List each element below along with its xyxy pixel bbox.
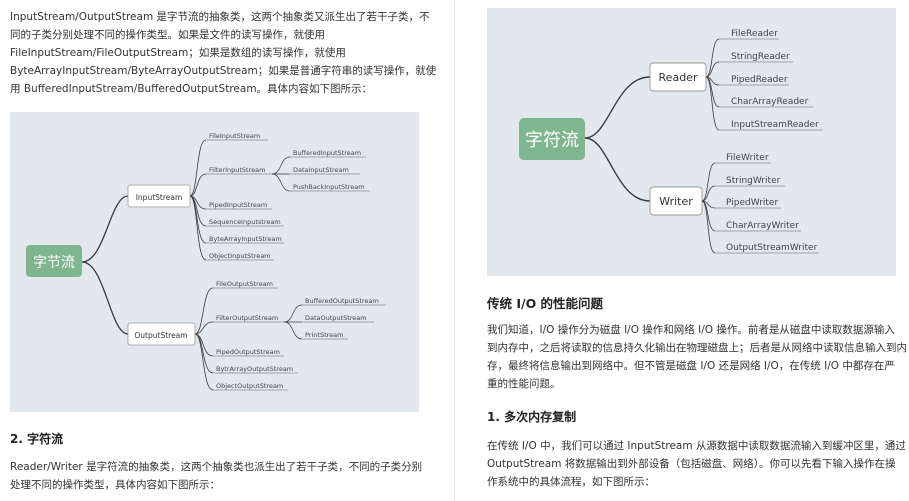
reader-child-label: InputStreamReader [731,120,819,130]
output-child-label: ObjectOutputStream [216,382,283,390]
input-child-label: FilterInputStream [209,166,265,174]
perf-heading: 传统 I/O 的性能问题 [487,296,604,311]
copy-heading: 1. 多次内存复制 [487,410,577,424]
input-child-label: ByteArrayInputStream [209,235,282,243]
intro-line: 同的子类分别处理不同的操作类型。如果是文件的读写操作，就使用 [10,29,325,41]
filter-input-child-label: BufferedInputStream [293,149,361,157]
char-root-label: 字符流 [525,130,579,151]
writer-child-label: StringWriter [726,176,781,186]
char-stream-mindmap-svg: 字符流 Reader FileReader StringReader Piped… [519,29,823,254]
outputstream-label: OutputStream [134,331,187,340]
copy-line: OutputStream 将数据输出到外部设备（包括磁盘、网络）。你可以先看下输… [487,458,896,470]
perf-line: 到内存中，之后将读取的信息持久化输出在物理磁盘上；后者是从网络中读取信息输入到内 [487,342,907,354]
section2-line: Reader/Writer 是字符流的抽象类，这两个抽象类也派生出了若干子类，不… [10,461,423,473]
writer-child-label: FileWriter [726,153,769,163]
filter-output-child-label: DataOutputStream [305,314,367,322]
filter-input-child-label: PushBackInputStream [293,183,365,191]
section2-line: 处理不同的操作类型，具体内容如下图所示： [10,479,220,491]
output-child-label: BytrArrayOutputStream [216,365,293,373]
reader-child-label: FileReader [731,29,778,39]
copy-paragraph: 在传统 I/O 中，我们可以通过 InputStream 从源数据中读取数据流输… [487,437,906,491]
char-root-node [519,118,585,160]
char-stream-mindmap: 字符流 Reader FileReader StringReader Piped… [487,8,896,276]
left-column: InputStream/OutputStream 是字节流的抽象类，这两个抽象类… [0,0,440,501]
byte-stream-mindmap-svg: 字节流 InputStream FileInputStream FilterIn… [26,132,386,391]
byte-stream-mindmap: 字节流 InputStream FileInputStream FilterIn… [10,112,419,412]
perf-line: 存，最终将信息输出到网络中。但不管是磁盘 I/O 还是网络 I/O，在传统 I/… [487,360,895,372]
input-child-label: SequenceInputstream [209,218,281,226]
output-child-label: FilterOutputStream [216,314,278,322]
writer-child-label: OutputStreamWriter [726,243,818,253]
writer-label: Writer [659,195,693,208]
input-child-label: PipedInputStream [209,201,267,209]
filter-output-child-label: BufferedOutputStream [305,297,379,305]
intro-line: ByteArrayInputStream/ByteArrayOutputStre… [10,65,437,77]
intro-line: InputStream/OutputStream 是字节流的抽象类，这两个抽象类… [10,11,430,23]
writer-child-label: PipedWriter [726,198,778,208]
reader-label: Reader [659,71,698,84]
input-child-label: ObjectInputStream [209,252,271,260]
input-child-label: FileInputStream [209,132,260,140]
reader-child-label: CharArrayReader [731,97,809,107]
copy-line: 在传统 I/O 中，我们可以通过 InputStream 从源数据中读取数据流输… [487,440,906,452]
output-child-label: PipedOutputStream [216,348,280,356]
filter-output-child-label: PrintStream [305,331,343,339]
writer-child-label: CharArrayWriter [726,221,799,231]
byte-root-label: 字节流 [33,255,75,271]
output-child-label: FileOutputStream [216,280,273,288]
perf-paragraph: 我们知道，I/O 操作分为磁盘 I/O 操作和网络 I/O 操作。前者是从磁盘中… [487,321,907,393]
intro-line: 用 BufferedInputStream/BufferedOutputStre… [10,83,373,95]
perf-line: 重的性能问题。 [487,378,561,390]
filter-input-child-label: DataInputStream [293,166,349,174]
byte-stream-intro: InputStream/OutputStream 是字节流的抽象类，这两个抽象类… [10,8,436,98]
inputstream-label: InputStream [136,193,183,202]
copy-line: 作系统中的具体流程，如下图所示： [487,476,655,488]
char-stream-intro: Reader/Writer 是字符流的抽象类，这两个抽象类也派生出了若干子类，不… [10,458,422,494]
column-divider [454,0,455,501]
intro-line: FileInputStream/FileOutputStream；如果是数组的读… [10,47,346,59]
right-column: 字符流 Reader FileReader StringReader Piped… [468,0,909,501]
reader-child-label: PipedReader [731,75,788,85]
perf-line: 我们知道，I/O 操作分为磁盘 I/O 操作和网络 I/O 操作。前者是从磁盘中… [487,324,895,336]
section2-heading: 2. 字符流 [10,432,64,446]
reader-child-label: StringReader [731,52,790,62]
byte-root-node [26,245,82,277]
